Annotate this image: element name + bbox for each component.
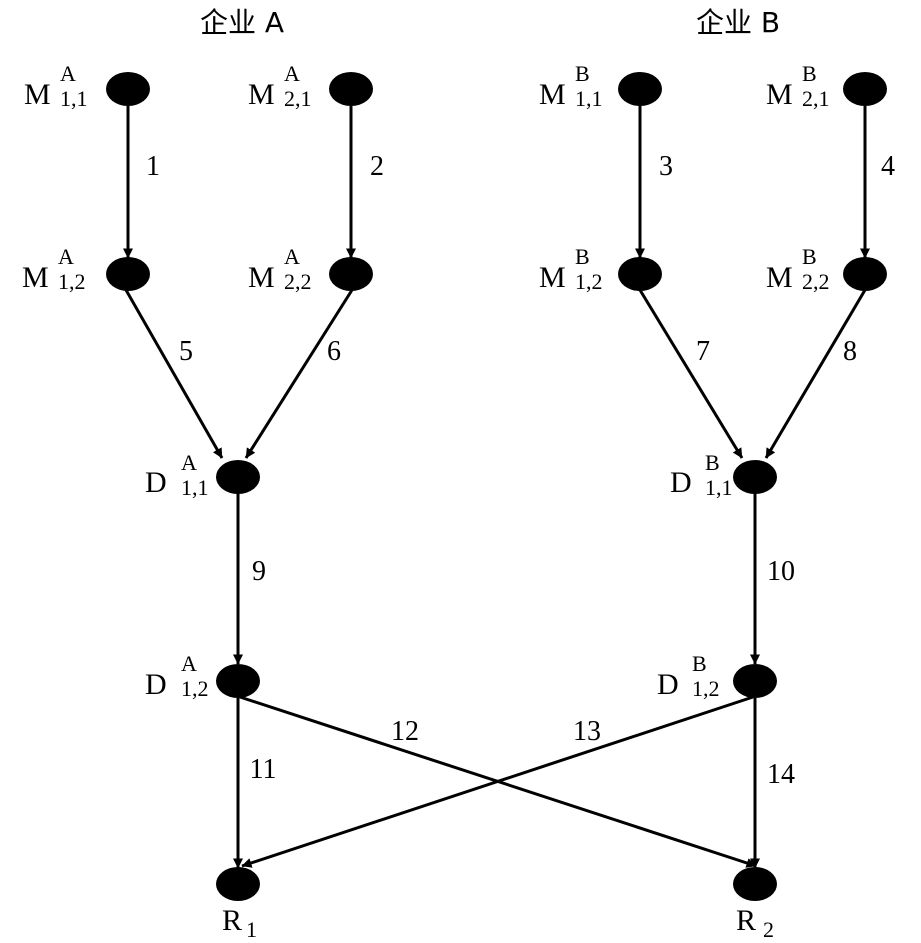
svg-text:B: B [802,61,817,86]
label-d12a: D A 1,2 [145,651,209,701]
svg-text:1,2: 1,2 [58,269,86,294]
svg-text:2,2: 2,2 [802,269,830,294]
edge-label-4: 4 [881,151,895,182]
label-m12a: M A 1,2 [22,244,86,294]
edge-13 [241,695,754,868]
svg-text:1,2: 1,2 [181,676,209,701]
svg-text:A: A [181,651,197,676]
node-labels-layer: M A 1,1 M A 2,1 M B 1,1 M B 2,1 M A 1,2 … [22,61,830,942]
svg-text:1,2: 1,2 [692,676,720,701]
edge-label-6: 6 [327,336,341,367]
label-m22a: M A 2,2 [248,244,312,294]
node-m22a [329,257,373,291]
node-d12a [216,664,260,698]
edge-label-10: 10 [767,556,795,587]
label-m12b: M B 1,2 [539,244,603,294]
edge-6 [244,289,354,459]
node-d12b [733,664,777,698]
svg-text:D: D [670,466,692,499]
label-d11b: D B 1,1 [670,450,733,500]
svg-text:A: A [181,450,197,475]
svg-text:B: B [802,244,817,269]
edge-label-11: 11 [250,754,277,785]
nodes-layer [106,72,887,901]
edge-labels-layer: 1 2 3 4 5 6 7 8 9 10 11 12 13 14 [146,151,895,790]
edge-label-12: 12 [391,716,419,747]
svg-text:D: D [145,466,167,499]
node-r2 [733,867,777,901]
label-m11a: M A 1,1 [24,61,88,111]
svg-text:B: B [575,244,590,269]
node-m12b [618,257,662,291]
svg-text:M: M [248,261,275,294]
label-m21b: M B 2,1 [766,61,830,111]
svg-text:M: M [248,78,275,111]
edge-label-1: 1 [146,151,160,182]
svg-text:M: M [539,78,566,111]
svg-text:M: M [24,78,51,111]
svg-text:1,1: 1,1 [181,475,209,500]
svg-text:2,2: 2,2 [284,269,312,294]
edge-label-2: 2 [370,151,384,182]
edge-label-9: 9 [252,556,266,587]
svg-text:B: B [575,61,590,86]
edge-5 [124,289,224,459]
edge-label-3: 3 [659,151,673,182]
edges-layer [123,106,870,869]
svg-text:D: D [145,668,167,701]
enterprise-a-title: 企业 A [200,6,284,39]
svg-text:R: R [736,904,756,937]
svg-text:1: 1 [246,917,257,942]
node-d11b [733,460,777,494]
edge-8 [764,289,867,459]
node-m21a [329,72,373,106]
svg-text:1,2: 1,2 [575,269,603,294]
svg-text:1,1: 1,1 [60,86,88,111]
edge-label-7: 7 [696,336,710,367]
edge-label-5: 5 [179,336,193,367]
node-m11b [618,72,662,106]
svg-text:M: M [539,261,566,294]
label-d12b: D B 1,2 [657,651,720,701]
svg-text:R: R [222,904,242,937]
node-m12a [106,257,150,291]
svg-text:B: B [692,651,707,676]
label-m11b: M B 1,1 [539,61,603,111]
node-m11a [106,72,150,106]
edge-7 [638,289,744,459]
edge-label-13: 13 [573,716,601,747]
edge-label-14: 14 [767,759,795,790]
label-m21a: M A 2,1 [248,61,312,111]
label-m22b: M B 2,2 [766,244,830,294]
node-m21b [843,72,887,106]
label-r1: R 1 [222,904,257,942]
svg-text:A: A [60,61,76,86]
node-m22b [843,257,887,291]
edge-label-8: 8 [843,336,857,367]
svg-text:1,1: 1,1 [575,86,603,111]
svg-text:1,1: 1,1 [705,475,733,500]
svg-text:D: D [657,668,679,701]
svg-text:A: A [58,244,74,269]
svg-text:A: A [284,244,300,269]
svg-text:2,1: 2,1 [284,86,312,111]
svg-text:M: M [766,261,793,294]
enterprise-b-title: 企业 B [696,6,780,39]
node-d11a [216,460,260,494]
label-r2: R 2 [736,904,774,942]
node-r1 [216,867,260,901]
svg-text:B: B [705,450,720,475]
svg-text:2,1: 2,1 [802,86,830,111]
svg-text:M: M [22,261,49,294]
svg-text:M: M [766,78,793,111]
label-d11a: D A 1,1 [145,450,209,500]
svg-text:A: A [284,61,300,86]
svg-text:2: 2 [763,917,774,942]
